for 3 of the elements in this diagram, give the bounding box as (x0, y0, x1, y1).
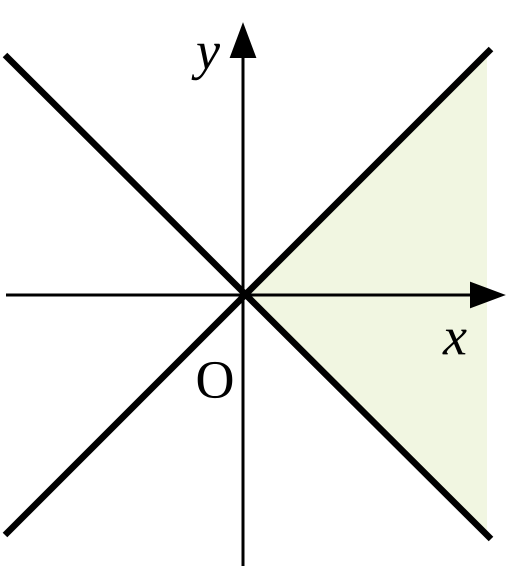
axis-label: y (192, 44, 220, 80)
origin-label: O (198, 362, 232, 398)
axis-label: x (442, 330, 467, 354)
